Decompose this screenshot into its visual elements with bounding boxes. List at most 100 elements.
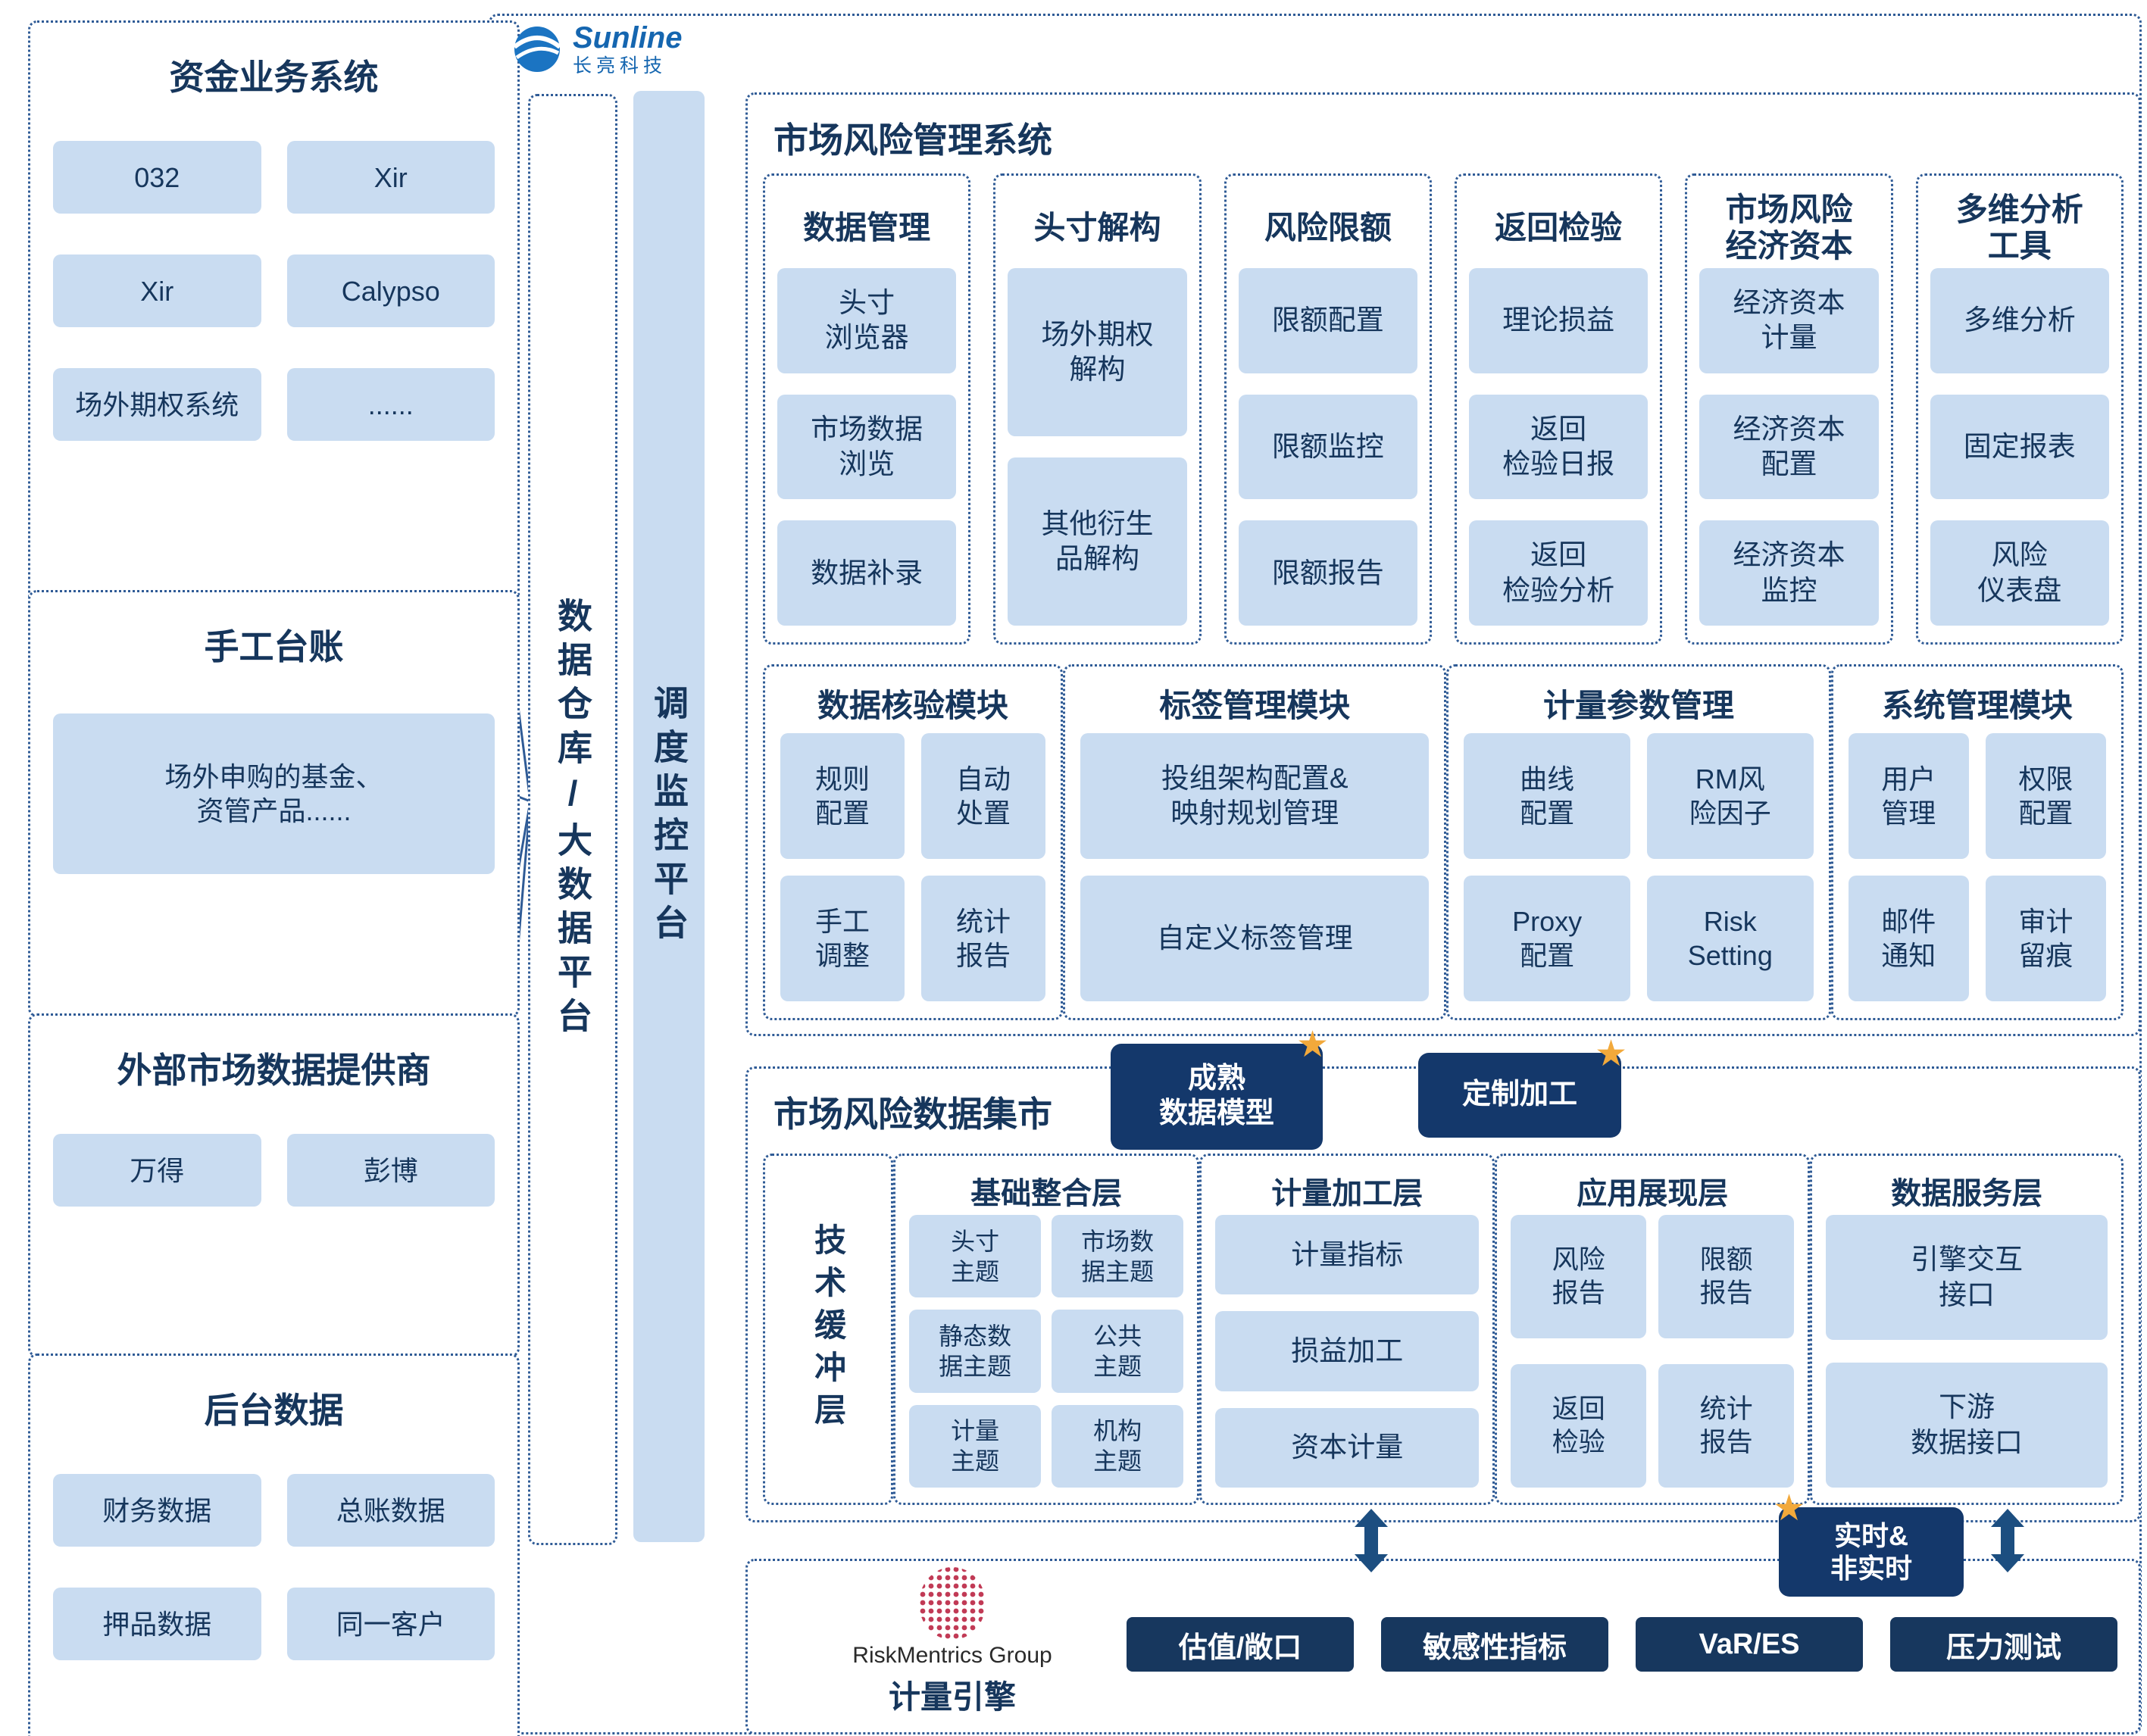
- module-item: Risk Setting: [1646, 876, 1814, 1001]
- technical-buffer-layer: 技术缓冲层: [763, 1154, 894, 1505]
- layer-item: 限额 报告: [1658, 1215, 1795, 1338]
- module-title: 头寸解构: [1033, 209, 1161, 245]
- layer-measurement-processing: 计量加工层 计量指标 损益加工 资本计量: [1199, 1154, 1495, 1505]
- module-item: 场外期权 解构: [1008, 268, 1187, 436]
- mature-data-model-badge: ★ 成熟 数据模型: [1111, 1027, 1329, 1150]
- module-item: 曲线 配置: [1464, 733, 1630, 859]
- module-item: 自动 处置: [921, 733, 1046, 859]
- module-item: 经济资本 监控: [1699, 520, 1879, 626]
- module-system-management: 系统管理模块 用户 管理 权限 配置 邮件 通知 审计 留痕: [1830, 664, 2124, 1020]
- brand-name: Sunline: [573, 21, 683, 55]
- data-mart-section-title: 市场风险数据集市: [773, 1094, 1052, 1134]
- badge-label: 实时& 非实时: [1830, 1519, 1912, 1584]
- system-chip: ......: [286, 368, 495, 441]
- valuation-exposure-button: 估值/敞口: [1127, 1617, 1354, 1672]
- module-title: 市场风险 经济资本: [1725, 191, 1853, 264]
- module-title: 数据核验模块: [817, 687, 1009, 723]
- module-item: 理论损益: [1468, 268, 1649, 373]
- layer-base-integration: 基础整合层 头寸 主题 市场数 据主题 静态数 据主题 公共 主题 计量 主题 …: [893, 1154, 1200, 1505]
- module-item: RM风 险因子: [1646, 733, 1814, 859]
- riskmetrics-sphere-icon: [919, 1567, 986, 1640]
- module-title: 系统管理模块: [1881, 687, 2073, 723]
- module-data-management: 数据管理 头寸 浏览器 市场数据 浏览 数据补录: [763, 173, 971, 645]
- module-item: 投组架构配置& 映射规划管理: [1080, 733, 1430, 859]
- layer-item: 统计 报告: [1658, 1364, 1795, 1488]
- layer-item: 风险 报告: [1511, 1215, 1647, 1338]
- var-es-button: VaR/ES: [1636, 1617, 1863, 1672]
- system-chip: 场外期权系统: [53, 368, 261, 441]
- double-arrow-icon: [1991, 1509, 2024, 1572]
- layer-items: 风险 报告 限额 报告 返回 检验 统计 报告: [1511, 1215, 1795, 1488]
- data-mart-section: 市场风险数据集市 技术缓冲层 基础整合层 头寸 主题 市场数 据主题 静态数 据…: [745, 1066, 2141, 1522]
- module-title: 标签管理模块: [1159, 687, 1351, 723]
- module-items: 头寸 浏览器 市场数据 浏览 数据补录: [777, 268, 957, 626]
- module-item: 限额报告: [1238, 520, 1417, 626]
- layer-items: 头寸 主题 市场数 据主题 静态数 据主题 公共 主题 计量 主题 机构 主题: [909, 1215, 1184, 1488]
- sunline-logo-text: Sunline 长亮科技: [573, 21, 682, 77]
- data-chip: 总账数据: [286, 1474, 495, 1547]
- funding-systems-grid: 032 Xir Xir Calypso 场外期权系统 ......: [53, 141, 495, 441]
- data-warehouse-label: 数据仓库/大数据平台: [553, 598, 592, 1041]
- module-item: 限额监控: [1238, 394, 1417, 500]
- layer-item: 损益加工: [1215, 1311, 1480, 1391]
- module-item: 经济资本 计量: [1699, 268, 1879, 373]
- system-chip: Xir: [53, 254, 261, 327]
- layer-title: 计量加工层: [1271, 1177, 1424, 1210]
- module-item: 审计 留痕: [1985, 876, 2107, 1001]
- system-chip: 032: [53, 141, 261, 214]
- sunline-logo-icon: [513, 27, 561, 72]
- manual-ledger-panel: 手工台账 场外申购的基金、 资管产品......: [28, 590, 520, 1017]
- module-item: 返回 检验分析: [1468, 520, 1649, 626]
- measurement-engine-section: RiskMentrics Group 计量引擎 估值/敞口 敏感性指标 VaR/…: [745, 1559, 2141, 1734]
- star-icon: ★: [1594, 1034, 1627, 1074]
- badge-label: 定制加工: [1461, 1079, 1577, 1111]
- module-item: 经济资本 配置: [1699, 394, 1879, 500]
- module-title: 多维分析 工具: [1955, 191, 2083, 264]
- sensitivity-indicator-button: 敏感性指标: [1381, 1617, 1608, 1672]
- mrm-module-row-1: 数据管理 头寸 浏览器 市场数据 浏览 数据补录 头寸解构 场外期权 解构 其他…: [763, 173, 2124, 645]
- manual-ledger-chip: 场外申购的基金、 资管产品......: [53, 713, 495, 874]
- module-item: 手工 调整: [780, 876, 905, 1001]
- riskmetrics-logo: RiskMentrics Group 计量引擎: [831, 1566, 1074, 1718]
- module-item: 多维分析: [1930, 268, 2109, 373]
- module-item: 用户 管理: [1848, 733, 1969, 859]
- module-item: 邮件 通知: [1848, 876, 1969, 1001]
- layer-application-presentation: 应用展现层 风险 报告 限额 报告 返回 检验 统计 报告: [1495, 1154, 1811, 1505]
- data-mart-layers: 技术缓冲层 基础整合层 头寸 主题 市场数 据主题 静态数 据主题 公共 主题 …: [763, 1154, 2124, 1505]
- layer-data-service: 数据服务层 引擎交互 接口 下游 数据接口: [1810, 1154, 2124, 1505]
- badge-label: 成熟 数据模型: [1158, 1063, 1274, 1129]
- sunline-logo: Sunline 长亮科技: [512, 21, 682, 77]
- module-item: 数据补录: [777, 520, 957, 626]
- layer-items: 计量指标 损益加工 资本计量: [1215, 1215, 1480, 1488]
- stress-test-button: 压力测试: [1890, 1617, 2117, 1672]
- mrm-module-row-2: 数据核验模块 规则 配置 自动 处置 手工 调整 统计 报告 标签管理模块 投组…: [763, 664, 2124, 1020]
- mrm-section-title: 市场风险管理系统: [773, 120, 1052, 160]
- layer-item: 机构 主题: [1052, 1404, 1184, 1488]
- module-items: 用户 管理 权限 配置 邮件 通知 审计 留痕: [1848, 733, 2107, 1001]
- module-measurement-parameters: 计量参数管理 曲线 配置 RM风 险因子 Proxy 配置 Risk Setti…: [1446, 664, 1831, 1020]
- module-item: 返回 检验日报: [1468, 394, 1649, 500]
- panel-title: 后台数据: [204, 1391, 344, 1430]
- system-chip: Xir: [286, 141, 495, 214]
- provider-chip: 彭博: [286, 1134, 495, 1207]
- layer-items: 引擎交互 接口 下游 数据接口: [1826, 1215, 2108, 1488]
- layer-item: 资本计量: [1215, 1407, 1480, 1488]
- data-chip: 押品数据: [53, 1588, 261, 1660]
- layer-title: 应用展现层: [1577, 1177, 1729, 1210]
- brand-name-cn: 长亮科技: [573, 55, 667, 76]
- module-items: 经济资本 计量 经济资本 配置 经济资本 监控: [1699, 268, 1879, 626]
- data-warehouse-bar: 数据仓库/大数据平台: [528, 94, 617, 1545]
- module-items: 曲线 配置 RM风 险因子 Proxy 配置 Risk Setting: [1464, 733, 1814, 1001]
- scheduler-monitor-bar: 调度监控平台: [633, 91, 705, 1542]
- module-title: 风险限额: [1264, 209, 1392, 245]
- panel-title: 手工台账: [204, 627, 344, 667]
- layer-item: 下游 数据接口: [1826, 1363, 2108, 1488]
- technical-buffer-label: 技术缓冲层: [810, 1223, 846, 1435]
- layer-item: 计量指标: [1215, 1215, 1480, 1295]
- module-items: 规则 配置 自动 处置 手工 调整 统计 报告: [780, 733, 1046, 1001]
- layer-item: 头寸 主题: [909, 1215, 1042, 1298]
- layer-item: 市场数 据主题: [1052, 1215, 1184, 1298]
- layer-item: 引擎交互 接口: [1826, 1215, 2108, 1340]
- module-items: 多维分析 固定报表 风险 仪表盘: [1930, 268, 2109, 626]
- module-item: Proxy 配置: [1464, 876, 1630, 1001]
